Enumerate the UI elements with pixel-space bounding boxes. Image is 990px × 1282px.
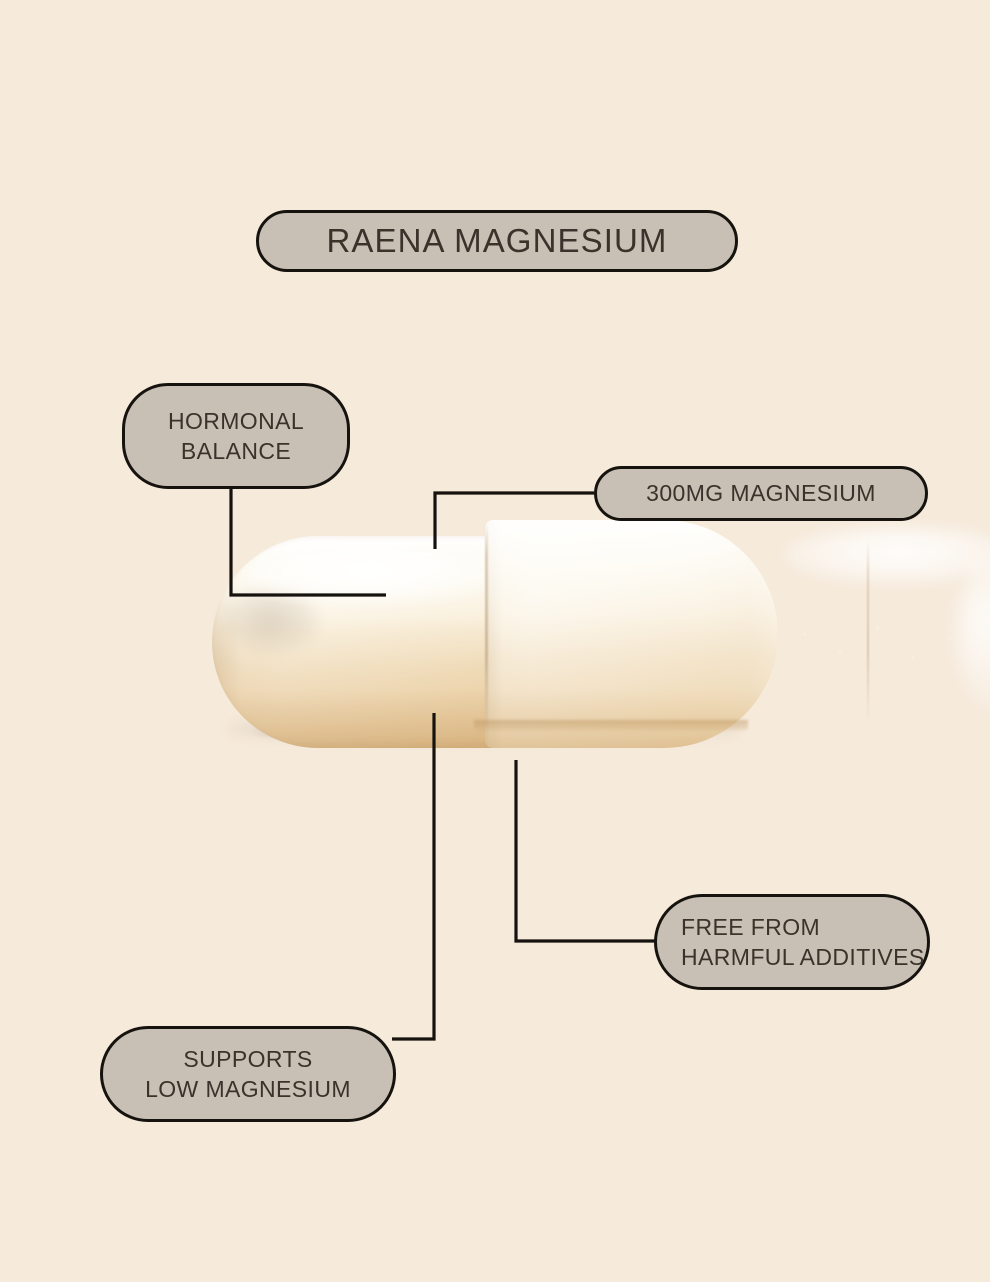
callout-supports-line-1: SUPPORTS	[183, 1045, 313, 1072]
page-title-text: RAENA MAGNESIUM	[326, 222, 668, 260]
capsule-cap-speckles	[785, 618, 990, 672]
callout-hormonal-balance-line-2: BALANCE	[180, 438, 292, 464]
leader-line-supports	[392, 713, 436, 1041]
callout-free-from-line-1: FREE FROM	[681, 913, 821, 940]
callout-hormonal-balance-line-1: HORMONAL	[167, 407, 305, 434]
capsule-seam	[485, 522, 488, 744]
capsule-body-highlight	[246, 550, 496, 604]
capsule-cap-rim	[867, 540, 869, 726]
callout-free-from-harmful-additives: FREE FROM HARMFUL ADDITIVES	[654, 894, 930, 990]
callout-supports-low-magnesium: SUPPORTS LOW MAGNESIUM	[100, 1026, 396, 1122]
callout-free-from-line-2: HARMFUL ADDITIVES	[681, 944, 925, 970]
leader-line-free-from	[514, 760, 658, 943]
callout-hormonal-balance: HORMONAL BALANCE	[122, 383, 350, 489]
capsule-cap	[485, 520, 990, 748]
capsule-cap-highlight	[785, 526, 990, 584]
callout-supports-line-2: LOW MAGNESIUM	[145, 1076, 351, 1102]
page-title: RAENA MAGNESIUM	[256, 210, 738, 272]
callout-300mg-magnesium: 300MG MAGNESIUM	[594, 466, 928, 521]
capsule-image	[212, 520, 990, 748]
capsule-bottom-lip	[474, 720, 748, 732]
callout-300mg-magnesium-line-1: 300MG MAGNESIUM	[646, 480, 876, 507]
